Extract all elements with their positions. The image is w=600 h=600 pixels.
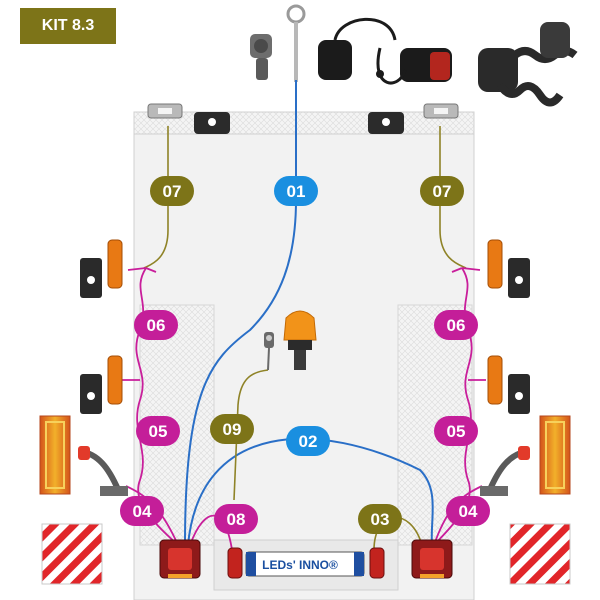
pill-label: 03 [371, 510, 390, 529]
side-marker-lamp-icon [487, 239, 530, 414]
cable-08 [189, 514, 233, 551]
pill-04-right: 04 [446, 496, 490, 526]
socket-cable-icon [318, 17, 452, 85]
plate-brand: LEDs' INNO® [262, 558, 338, 572]
stalk-marker-icon [78, 446, 530, 496]
cable-09 [233, 369, 269, 501]
cable-07-right [439, 126, 467, 269]
pill-label: 09 [223, 420, 242, 439]
pill-label: 01 [287, 182, 306, 201]
reflector-plate-icon [39, 415, 571, 495]
rear-lamp-icon [159, 539, 453, 579]
plate-right-number: 45 [355, 567, 363, 574]
clearance-lamp-left [147, 103, 230, 134]
pill-05-right: 05 [434, 416, 478, 446]
7-pin-plug-icon [250, 34, 272, 80]
pill-label: 06 [147, 316, 166, 335]
pill-09: 09 [210, 414, 254, 444]
clearance-lamp-right [368, 103, 459, 134]
kit-badge: KIT 8.3 [20, 8, 116, 44]
pill-05-left: 05 [136, 416, 180, 446]
pill-label: 05 [447, 422, 466, 441]
pill-03: 03 [358, 504, 402, 534]
cable-07-left [143, 126, 169, 269]
coiled-cable-icon [478, 22, 578, 107]
pill-label: 02 [299, 432, 318, 451]
pill-07-right: 07 [420, 176, 464, 206]
pill-01: 01 [274, 176, 318, 206]
pill-label: 06 [447, 316, 466, 335]
licence-plate: F LEDs' INNO® 45 [245, 551, 365, 577]
pill-label: 07 [433, 182, 452, 201]
cable-01 [184, 80, 297, 546]
side-marker-lamp-icon [80, 239, 123, 414]
pill-label: 07 [163, 182, 182, 201]
warning-plate-icon [41, 523, 571, 585]
cable-02 [187, 437, 434, 546]
kit-label: KIT 8.3 [41, 17, 95, 34]
pill-07-left: 07 [150, 176, 194, 206]
pill-04-left: 04 [120, 496, 164, 526]
plate-left-letter: F [249, 563, 253, 570]
pill-label: 04 [133, 502, 152, 521]
ring-terminal-icon [286, 4, 306, 82]
pill-label: 08 [227, 510, 246, 529]
pill-06-left: 06 [134, 310, 178, 340]
pill-label: 05 [149, 422, 168, 441]
pill-06-right: 06 [434, 310, 478, 340]
pill-08: 08 [214, 504, 258, 534]
beacon-lamp-icon [264, 310, 317, 371]
pill-02: 02 [286, 426, 330, 456]
pill-label: 04 [459, 502, 478, 521]
